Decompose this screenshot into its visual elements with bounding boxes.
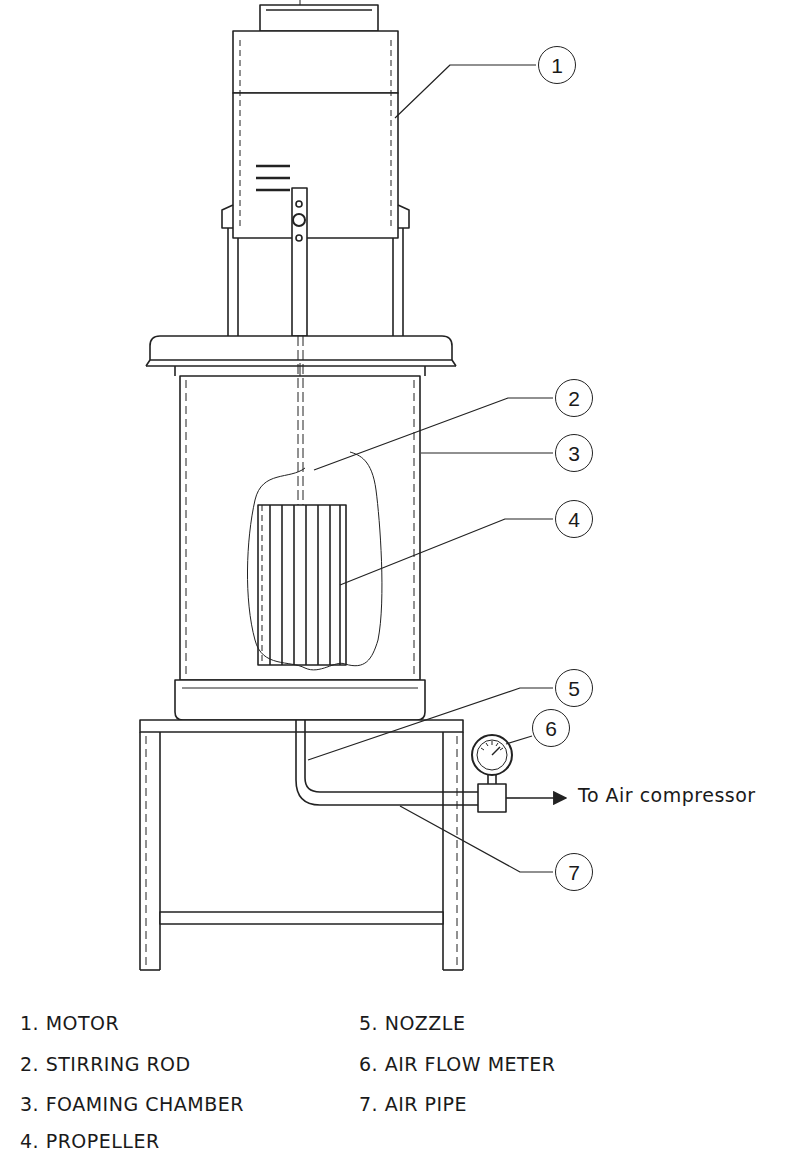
part-list-entry: 6. AIR FLOW METER bbox=[357, 1054, 557, 1075]
callout-circle: 5 bbox=[555, 669, 593, 707]
part-list-entry: 5. NOZZLE bbox=[357, 1013, 467, 1034]
callout-number: 4 bbox=[568, 509, 580, 530]
callout-number: 5 bbox=[568, 678, 580, 699]
callout-number: 3 bbox=[568, 443, 580, 464]
part-list-entry: 2. STIRRING ROD bbox=[18, 1054, 193, 1075]
part-list-entry: 3. FOAMING CHAMBER bbox=[18, 1094, 246, 1115]
part-list-entry: 4. PROPELLER bbox=[18, 1131, 162, 1152]
callout-circle: 7 bbox=[555, 853, 593, 891]
part-list-entry: 1. MOTOR bbox=[18, 1013, 121, 1034]
callout-number: 2 bbox=[568, 388, 580, 409]
part-list-entry: 7. AIR PIPE bbox=[357, 1094, 469, 1115]
callout-circle: 1 bbox=[538, 46, 576, 84]
flow-label: To Air compressor bbox=[576, 785, 758, 806]
callout-number: 6 bbox=[545, 718, 557, 739]
callout-circle: 3 bbox=[555, 434, 593, 472]
callout-circle: 4 bbox=[555, 500, 593, 538]
callout-number: 7 bbox=[568, 862, 580, 883]
callout-circle: 6 bbox=[532, 709, 570, 747]
callout-number: 1 bbox=[551, 55, 563, 76]
callout-circle: 2 bbox=[555, 379, 593, 417]
